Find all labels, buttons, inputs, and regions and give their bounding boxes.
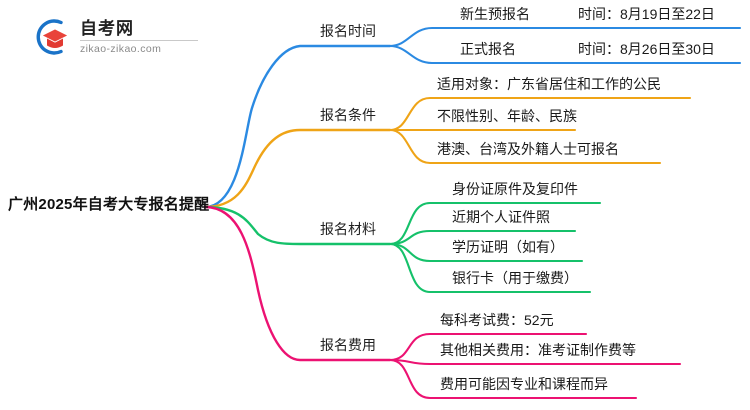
leaf-applicable-persons[interactable]: 适用对象：广东省居住和工作的公民 [437, 76, 661, 92]
leaf-bank-card[interactable]: 银行卡（用于缴费） [452, 270, 578, 286]
leaf-fee-varies[interactable]: 费用可能因专业和课程而异 [440, 376, 608, 392]
logo-domain: zikao-zikao.com [80, 42, 162, 55]
connector-branch-4-to-child-2 [388, 358, 682, 366]
connector-root-to-branch-2 [203, 128, 392, 209]
leaf-recent-photo[interactable]: 近期个人证件照 [452, 209, 550, 225]
leaf-new-student-pre-registration[interactable]: 新生预报名 [460, 6, 530, 22]
leaf-no-restriction[interactable]: 不限性别、年龄、民族 [437, 108, 577, 124]
connector-branch-4-to-child-3 [388, 358, 638, 400]
connector-root-to-branch-1 [203, 44, 392, 209]
connector-branch-1-to-child-1 [388, 26, 742, 48]
leaf-formal-registration[interactable]: 正式报名 [460, 41, 516, 57]
leaf-other-related-fees[interactable]: 其他相关费用：准考证制作费等 [440, 342, 636, 358]
connector-root-to-branch-4 [203, 205, 392, 362]
leaf-overseas-applicants[interactable]: 港澳、台湾及外籍人士可报名 [437, 141, 619, 157]
branch-label-registration-fees[interactable]: 报名费用 [320, 337, 376, 353]
leaf-id-card[interactable]: 身份证原件及复印件 [452, 181, 578, 197]
site-logo: 自考网 zikao-zikao.com [30, 15, 198, 59]
connector-branch-2-to-child-3 [388, 128, 662, 165]
connector-root-to-branch-3 [203, 205, 392, 246]
root-node[interactable]: 广州2025年自考大专报名提醒 [8, 196, 210, 213]
leaf-education-certificate[interactable]: 学历证明（如有） [452, 239, 564, 255]
leaf-exam-fee-per-subject[interactable]: 每科考试费：52元 [440, 312, 554, 328]
graduation-cap-icon [30, 15, 74, 59]
branch-label-registration-conditions[interactable]: 报名条件 [320, 107, 376, 123]
connector-branch-4-to-child-1 [388, 332, 588, 362]
connector-branch-3-to-child-1 [388, 201, 602, 246]
branch-label-registration-materials[interactable]: 报名材料 [320, 221, 376, 237]
logo-divider [80, 39, 198, 41]
leaf-new-student-pre-registration-time[interactable]: 时间：8月19日至22日 [578, 6, 715, 22]
branch-label-registration-time[interactable]: 报名时间 [320, 23, 376, 39]
connector-branch-2-to-child-1 [388, 96, 692, 132]
connector-branch-1-to-child-2 [388, 44, 742, 65]
logo-name: 自考网 [80, 18, 134, 38]
leaf-formal-registration-time[interactable]: 时间：8月26日至30日 [578, 41, 715, 57]
logo-text-group: 自考网 zikao-zikao.com [80, 19, 198, 56]
connector-branch-3-to-child-4 [388, 242, 592, 294]
